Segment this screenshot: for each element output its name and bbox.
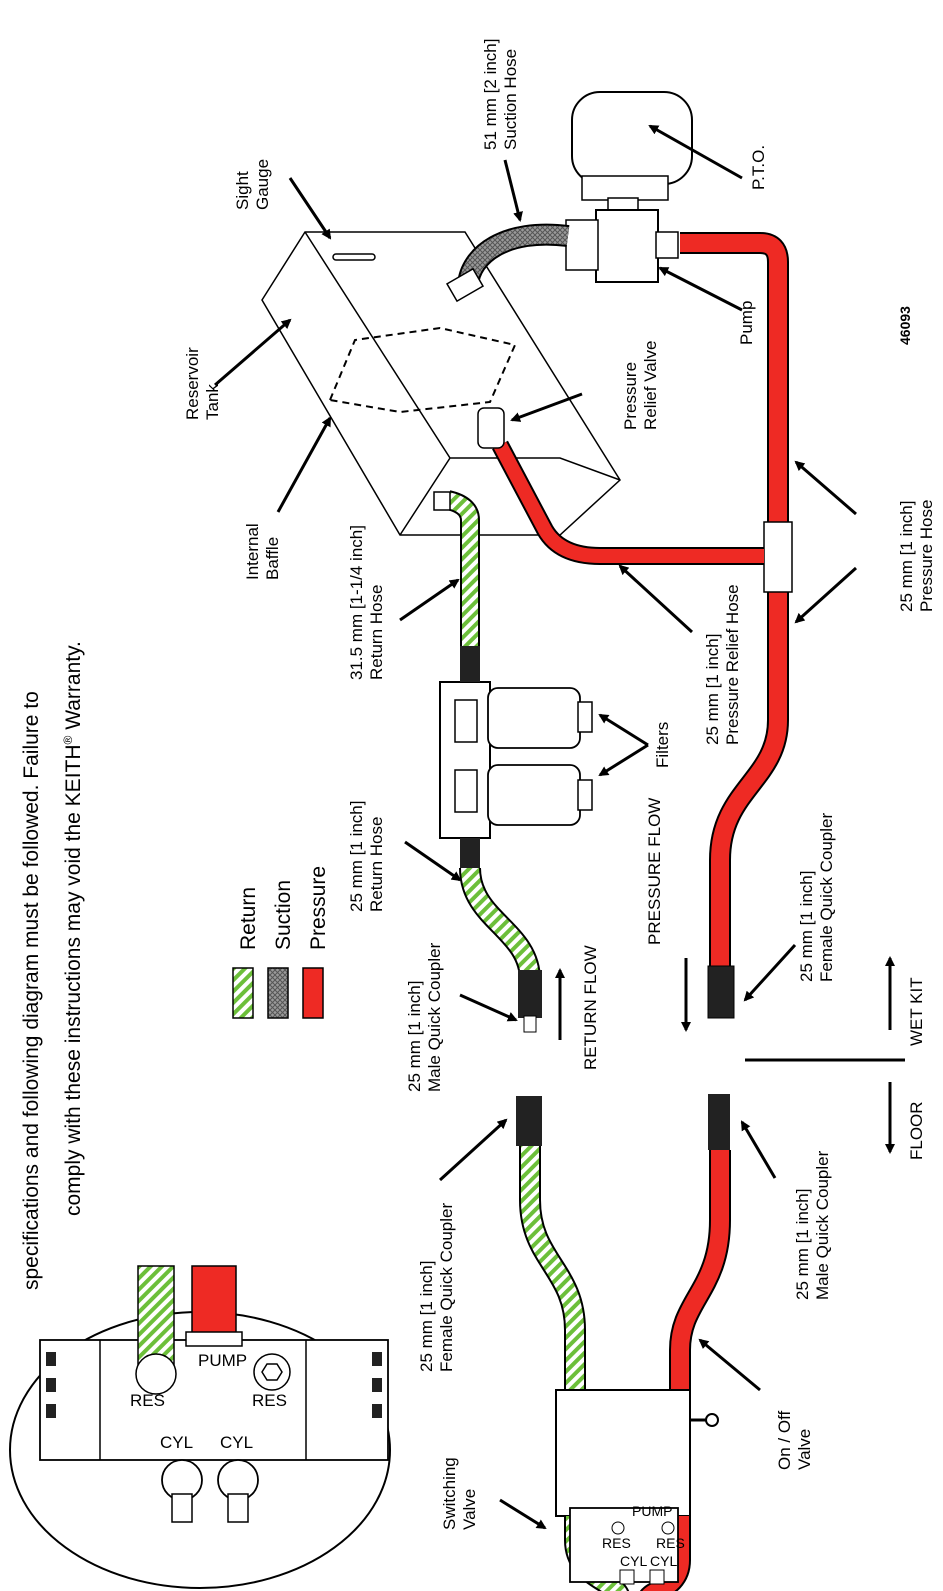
inset-port-pump: PUMP: [198, 1351, 247, 1370]
sv-port-pump: PUMP: [632, 1503, 672, 1519]
legend-swatch-suction: [267, 967, 289, 1019]
male-quick-coupler-pressure-bottom: [708, 1094, 730, 1150]
filters: [439, 646, 593, 868]
label-reservoir-tank: ReservoirTank: [183, 347, 222, 420]
intro-line-2: comply with these instructions may void …: [61, 641, 85, 1216]
label-female-coupler-top: 25 mm [1 inch]Female Quick Coupler: [797, 813, 836, 982]
return-hose-floor: [521, 1146, 584, 1390]
pressure-hose-to-switching: [643, 1516, 689, 1591]
pressure-tee: [763, 521, 793, 593]
return-hose-31: [445, 492, 478, 650]
pto: [571, 91, 693, 211]
label-pressure-relief-valve: PressureRelief Valve: [621, 341, 660, 430]
sv-port-res-right: RES: [656, 1535, 685, 1551]
internal-baffle-shape: [328, 326, 517, 414]
inset-detail: PUMP RES RES CYL CYL: [9, 1265, 391, 1589]
female-quick-coupler-return-bottom: [516, 1096, 542, 1146]
label-male-coupler-top: 25 mm [1 inch]Male Quick Coupler: [405, 942, 444, 1092]
label-floor: FLOOR: [907, 1101, 926, 1160]
intro-text: specifications and following diagram mus…: [20, 641, 85, 1290]
label-pressure-relief-hose: 25 mm [1 inch]Pressure Relief Hose: [703, 584, 742, 745]
label-on-off-valve: On / OffValve: [775, 1411, 814, 1470]
label-return-hose-31: 31.5 mm [1-1/4 inch]Return Hose: [347, 525, 386, 680]
label-pump: Pump: [737, 301, 756, 345]
sv-port-cyl-left: CYL: [620, 1553, 647, 1569]
inset-pressure-hose: [191, 1265, 237, 1337]
label-pressure-flow: PRESSURE FLOW: [645, 798, 664, 945]
label-pressure-hose: 25 mm [1 inch]Pressure Hose: [897, 500, 936, 612]
label-pto: P.T.O.: [749, 145, 768, 190]
legend: Return Suction Pressure: [232, 866, 330, 1019]
sight-gauge-shape: [332, 253, 376, 261]
label-return-hose-25: 25 mm [1 inch]Return Hose: [347, 801, 386, 913]
female-quick-coupler-pressure-top: [707, 965, 735, 1019]
pressure-hose: [680, 234, 787, 968]
legend-label-pressure: Pressure: [307, 866, 330, 950]
label-switching-valve: SwitchingValve: [440, 1457, 479, 1530]
label-internal-baffle: InternalBaffle: [243, 523, 282, 580]
label-wet-kit: WET KIT: [907, 977, 926, 1046]
sv-port-res-left: RES: [602, 1535, 631, 1551]
inset-port-cyl-left: CYL: [160, 1433, 193, 1452]
inset-port-cyl-right: CYL: [220, 1433, 253, 1452]
reservoir-tank: [261, 231, 621, 536]
inset-return-hose: [137, 1265, 175, 1371]
label-sight-gauge: SightGauge: [233, 159, 272, 210]
legend-swatch-pressure: [302, 967, 324, 1019]
label-female-coupler-bottom: 25 mm [1 inch]Female Quick Coupler: [417, 1203, 456, 1372]
legend-label-suction: Suction: [272, 880, 295, 950]
pressure-relief-valve-shape: [477, 407, 505, 449]
sv-port-cyl-right: CYL: [650, 1553, 677, 1569]
inset-port-res-left: RES: [130, 1391, 165, 1410]
legend-swatch-return: [232, 967, 254, 1019]
label-male-coupler-bottom: 25 mm [1 inch]Male Quick Coupler: [793, 1150, 832, 1300]
label-return-flow: RETURN FLOW: [581, 945, 600, 1070]
switching-valve-body: RES PUMP RES CYL CYL: [569, 1503, 685, 1585]
figure-number: 46093: [897, 306, 913, 345]
pressure-hose-floor: [671, 1150, 729, 1390]
pump: [565, 209, 679, 283]
leader-arrows: [214, 124, 858, 1530]
on-off-valve: [555, 1389, 719, 1517]
inset-port-res-right: RES: [252, 1391, 287, 1410]
label-filters: Filters: [653, 722, 672, 768]
legend-label-return: Return: [237, 887, 260, 950]
intro-line-1: specifications and following diagram mus…: [20, 691, 43, 1290]
pressure-relief-hose: [493, 441, 764, 563]
male-quick-coupler-return-top: [518, 970, 542, 1018]
labels: SightGauge 51 mm [2 inch]Suction Hose P.…: [183, 39, 936, 1531]
label-suction-hose: 51 mm [2 inch]Suction Hose: [481, 39, 520, 151]
